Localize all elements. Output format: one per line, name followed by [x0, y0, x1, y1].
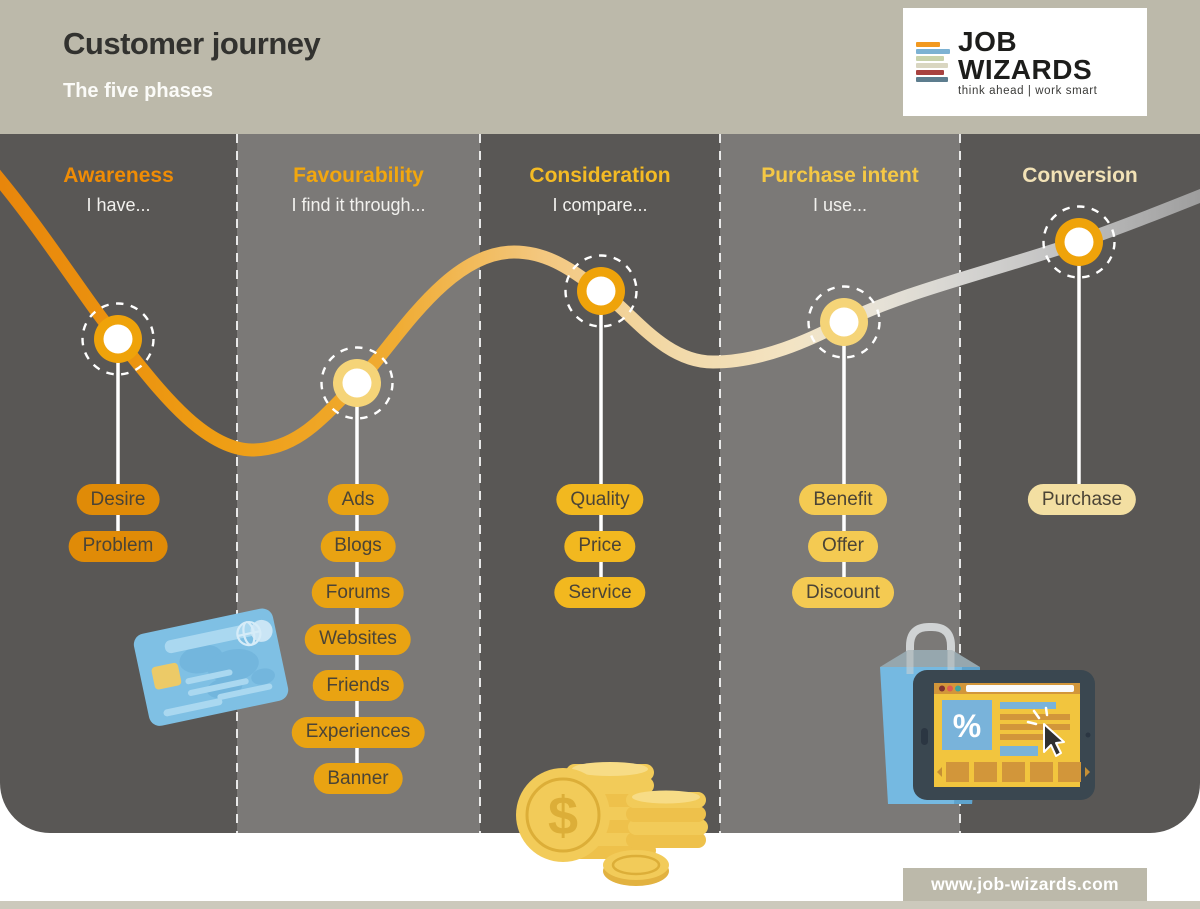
page-subtitle: The five phases [63, 80, 214, 102]
logo-bars-icon [916, 42, 950, 82]
logo-name: JOB WIZARDS [958, 25, 1093, 85]
website-url: www.job-wizards.com [931, 874, 1119, 894]
phase-subtitle-awareness: I have... [86, 195, 151, 215]
phase-title-conversion: Conversion [1022, 164, 1138, 187]
phase-column-awareness: Awareness I have... [0, 134, 237, 833]
phase-column-favourability: Favourability I find it through... [237, 134, 480, 833]
column-divider [236, 134, 238, 833]
header: Customer journey The five phases JOB WIZ… [0, 0, 1200, 134]
column-divider [719, 134, 721, 833]
phase-title-purchase-intent: Purchase intent [761, 164, 919, 187]
phase-title-consideration: Consideration [529, 164, 671, 187]
website-badge: www.job-wizards.com [903, 868, 1147, 901]
phase-column-conversion: Conversion [960, 134, 1200, 833]
phase-subtitle-consideration: I compare... [552, 195, 648, 215]
logo-tagline: think ahead | work smart [958, 84, 1098, 97]
column-divider [959, 134, 961, 833]
phase-column-purchase-intent: Purchase intent I use... [720, 134, 960, 833]
phases-panel: Awareness I have... Favourability I find… [0, 134, 1200, 833]
phase-subtitle-purchase-intent: I use... [812, 195, 868, 215]
phase-subtitle-favourability: I find it through... [291, 195, 426, 215]
phase-column-consideration: Consideration I compare... [480, 134, 720, 833]
column-divider [479, 134, 481, 833]
footer-strip [0, 901, 1200, 909]
phase-title-favourability: Favourability [293, 164, 424, 187]
logo: JOB WIZARDS think ahead | work smart [903, 8, 1147, 116]
phase-title-awareness: Awareness [63, 164, 174, 187]
page-title: Customer journey [63, 26, 321, 61]
